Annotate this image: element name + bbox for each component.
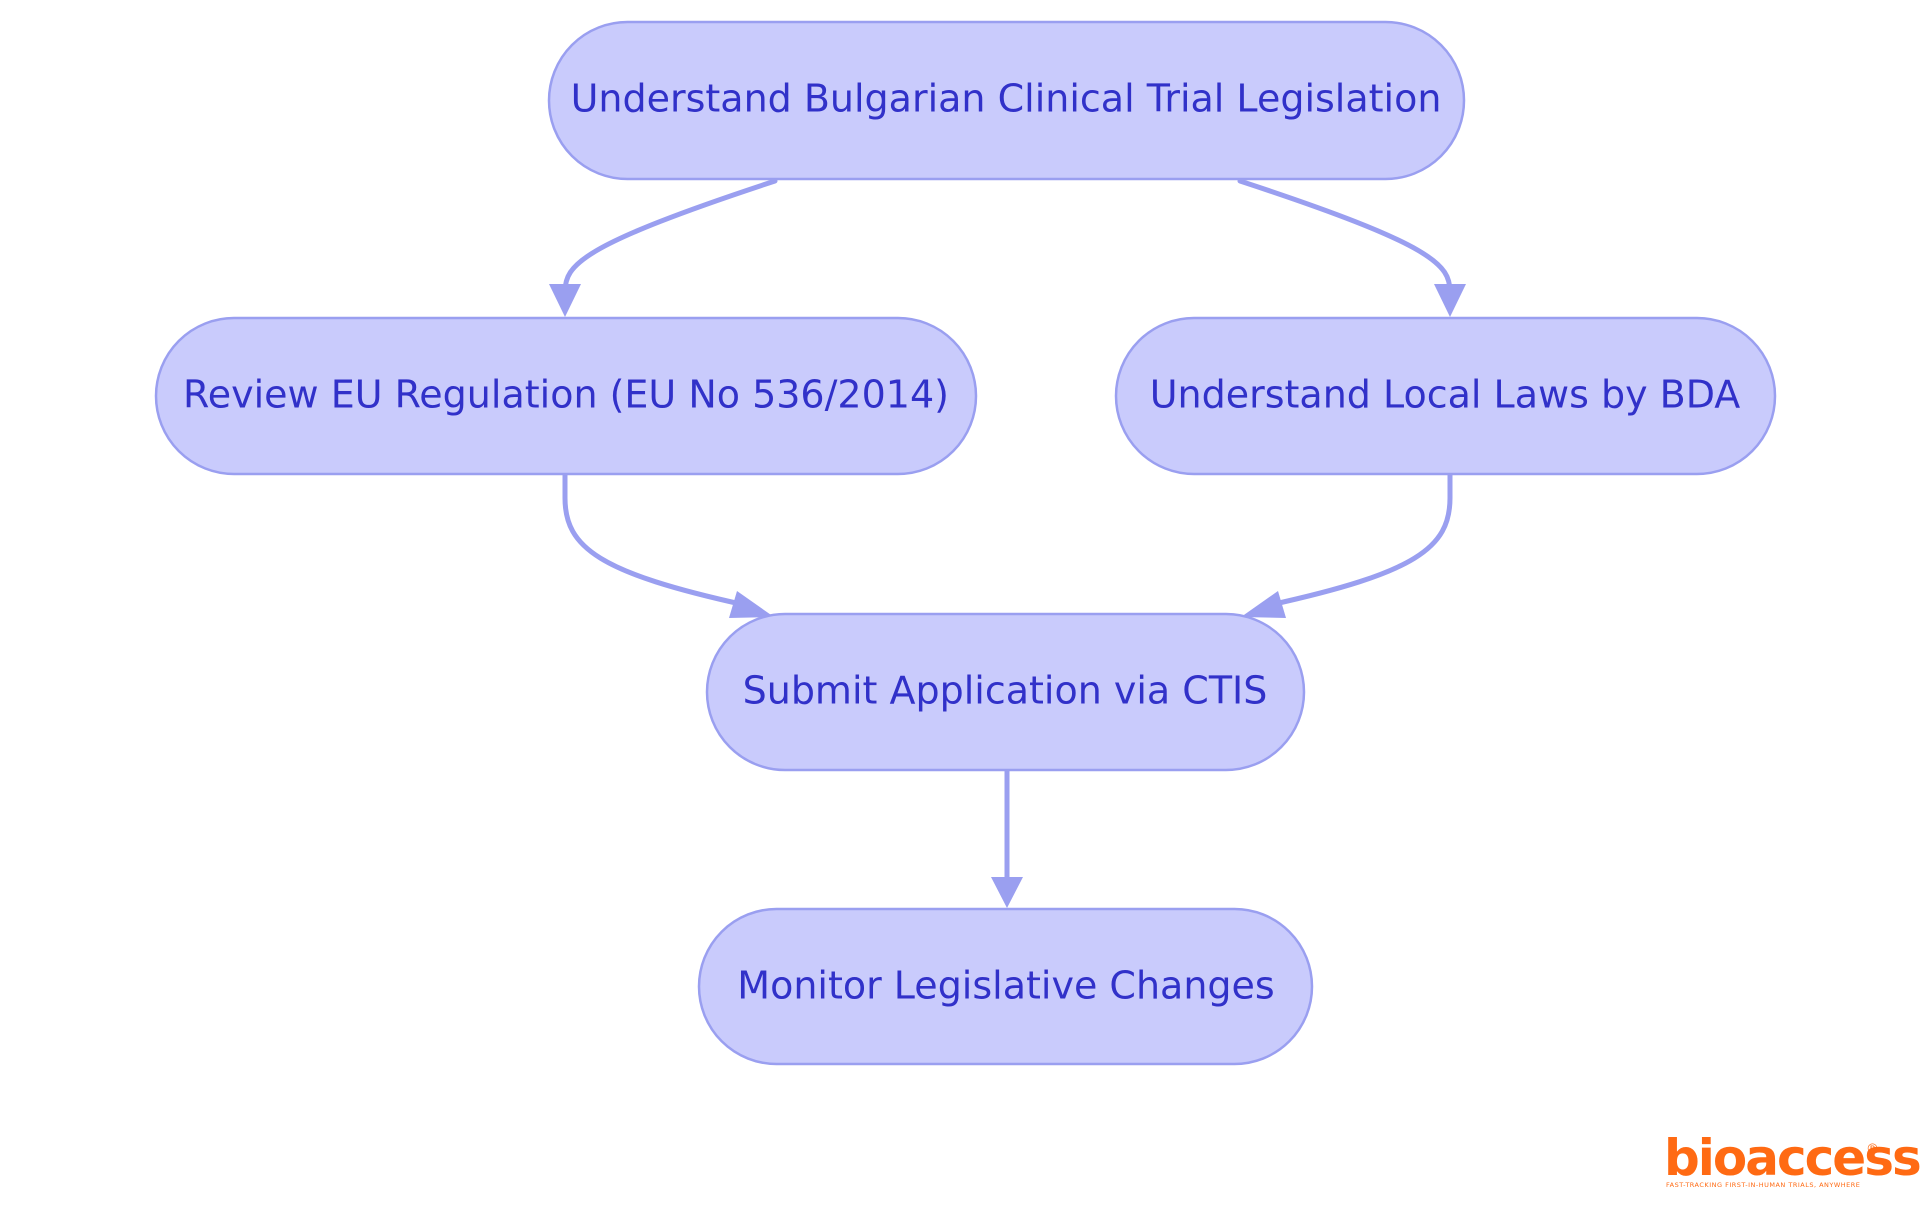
arrowhead-submit-right xyxy=(1241,591,1286,618)
bioaccess-logo: bioaccess ® FAST-TRACKING FIRST-IN-HUMAN… xyxy=(1664,1129,1920,1189)
logo-tagline: FAST-TRACKING FIRST-IN-HUMAN TRIALS, ANY… xyxy=(1666,1181,1860,1189)
arrowhead-monitor xyxy=(991,877,1023,908)
edge-legislation-to-eu-regulation xyxy=(562,178,778,295)
node-understand-local-laws: Understand Local Laws by BDA xyxy=(1114,316,1777,476)
arrowhead-eu-regulation xyxy=(549,284,581,317)
node-shape xyxy=(705,612,1306,772)
logo-wordmark: bioaccess xyxy=(1664,1129,1920,1187)
node-submit-application: Submit Application via CTIS xyxy=(705,612,1306,772)
edge-eu-regulation-to-submit xyxy=(562,472,748,608)
arrowhead-local-laws xyxy=(1434,284,1466,317)
node-shape xyxy=(697,907,1314,1066)
node-label: Submit Application via CTIS xyxy=(743,669,1268,713)
node-label: Understand Local Laws by BDA xyxy=(1150,373,1741,417)
logo-registered-mark: ® xyxy=(1866,1142,1879,1157)
node-review-eu-regulation: Review EU Regulation (EU No 536/2014) xyxy=(154,316,978,476)
edges xyxy=(549,178,1466,908)
arrowhead-submit-left xyxy=(729,591,774,618)
node-shape xyxy=(1114,316,1777,476)
edge-legislation-to-local-laws xyxy=(1237,178,1453,295)
node-monitor-changes: Monitor Legislative Changes xyxy=(697,907,1314,1066)
node-label: Review EU Regulation (EU No 536/2014) xyxy=(183,373,949,417)
node-label: Understand Bulgarian Clinical Trial Legi… xyxy=(571,77,1442,121)
node-understand-bulgarian-legislation: Understand Bulgarian Clinical Trial Legi… xyxy=(547,20,1466,181)
node-label: Monitor Legislative Changes xyxy=(737,964,1274,1008)
node-shape xyxy=(154,316,978,476)
edge-local-laws-to-submit xyxy=(1267,472,1453,608)
node-shape xyxy=(547,20,1466,181)
